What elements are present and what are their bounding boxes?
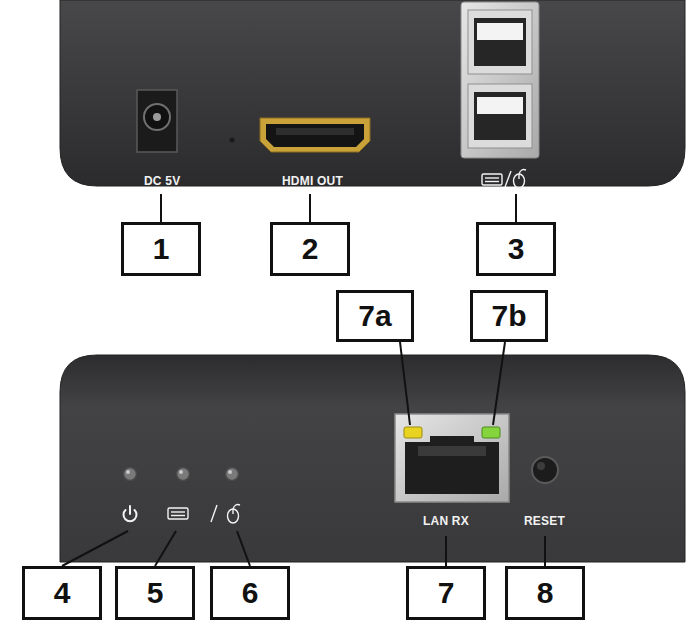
callout-box: 1	[121, 222, 201, 276]
rj45-opening	[405, 436, 499, 494]
housing-bottom	[60, 355, 685, 562]
callout-number: 6	[242, 578, 259, 608]
callout-number: 7a	[358, 301, 391, 331]
callout-number: 4	[54, 578, 71, 608]
green-led	[482, 427, 500, 438]
usb-tongue	[477, 97, 523, 114]
callout-box: 8	[505, 566, 585, 620]
callout-box: 7a	[336, 290, 414, 342]
hdmi-port	[260, 118, 370, 152]
leader-lines	[161, 194, 516, 222]
usb-port	[468, 84, 532, 148]
usb-opening	[474, 18, 526, 66]
usb-frame	[461, 2, 539, 158]
hdmi-tongue	[276, 128, 354, 135]
callout-number: 8	[537, 578, 554, 608]
callout-number: 2	[302, 234, 319, 264]
rj45-frame	[395, 414, 509, 502]
callout-box: 5	[115, 566, 195, 620]
usb-tongue	[477, 23, 523, 40]
status-hole	[230, 138, 235, 143]
yellow-led	[404, 427, 422, 438]
usb-port	[468, 10, 532, 74]
led-indicators	[124, 468, 239, 481]
callout-box: 3	[476, 222, 556, 276]
power-icon	[123, 506, 136, 521]
usb-opening	[474, 92, 526, 140]
housing-top	[60, 0, 685, 186]
port-label: LAN RX	[423, 515, 469, 527]
callout-number: 7b	[491, 301, 526, 331]
callout-number: 3	[508, 234, 525, 264]
hdmi-opening	[266, 124, 364, 147]
callout-number: 5	[147, 578, 164, 608]
callout-box: 7b	[470, 290, 548, 342]
callout-number: 1	[153, 234, 170, 264]
rj45-contacts	[418, 446, 486, 456]
keyboard-mouse-icon	[482, 170, 526, 189]
keyboard-mouse-icon	[168, 505, 240, 524]
dc-jack-pin	[153, 113, 161, 121]
port-label: DC 5V	[144, 175, 180, 187]
callout-box: 2	[270, 222, 350, 276]
reset-button	[532, 457, 558, 483]
callout-box: 4	[22, 566, 102, 620]
port-label: RESET	[524, 515, 565, 527]
callout-number: 7	[438, 578, 455, 608]
leader-lines	[62, 342, 545, 566]
port-label: HDMI OUT	[282, 175, 343, 187]
dc-jack-hole	[144, 104, 170, 130]
callout-box: 6	[210, 566, 290, 620]
callout-box: 7	[406, 566, 486, 620]
dc-jack	[137, 90, 177, 152]
reset-highlight	[537, 462, 545, 470]
